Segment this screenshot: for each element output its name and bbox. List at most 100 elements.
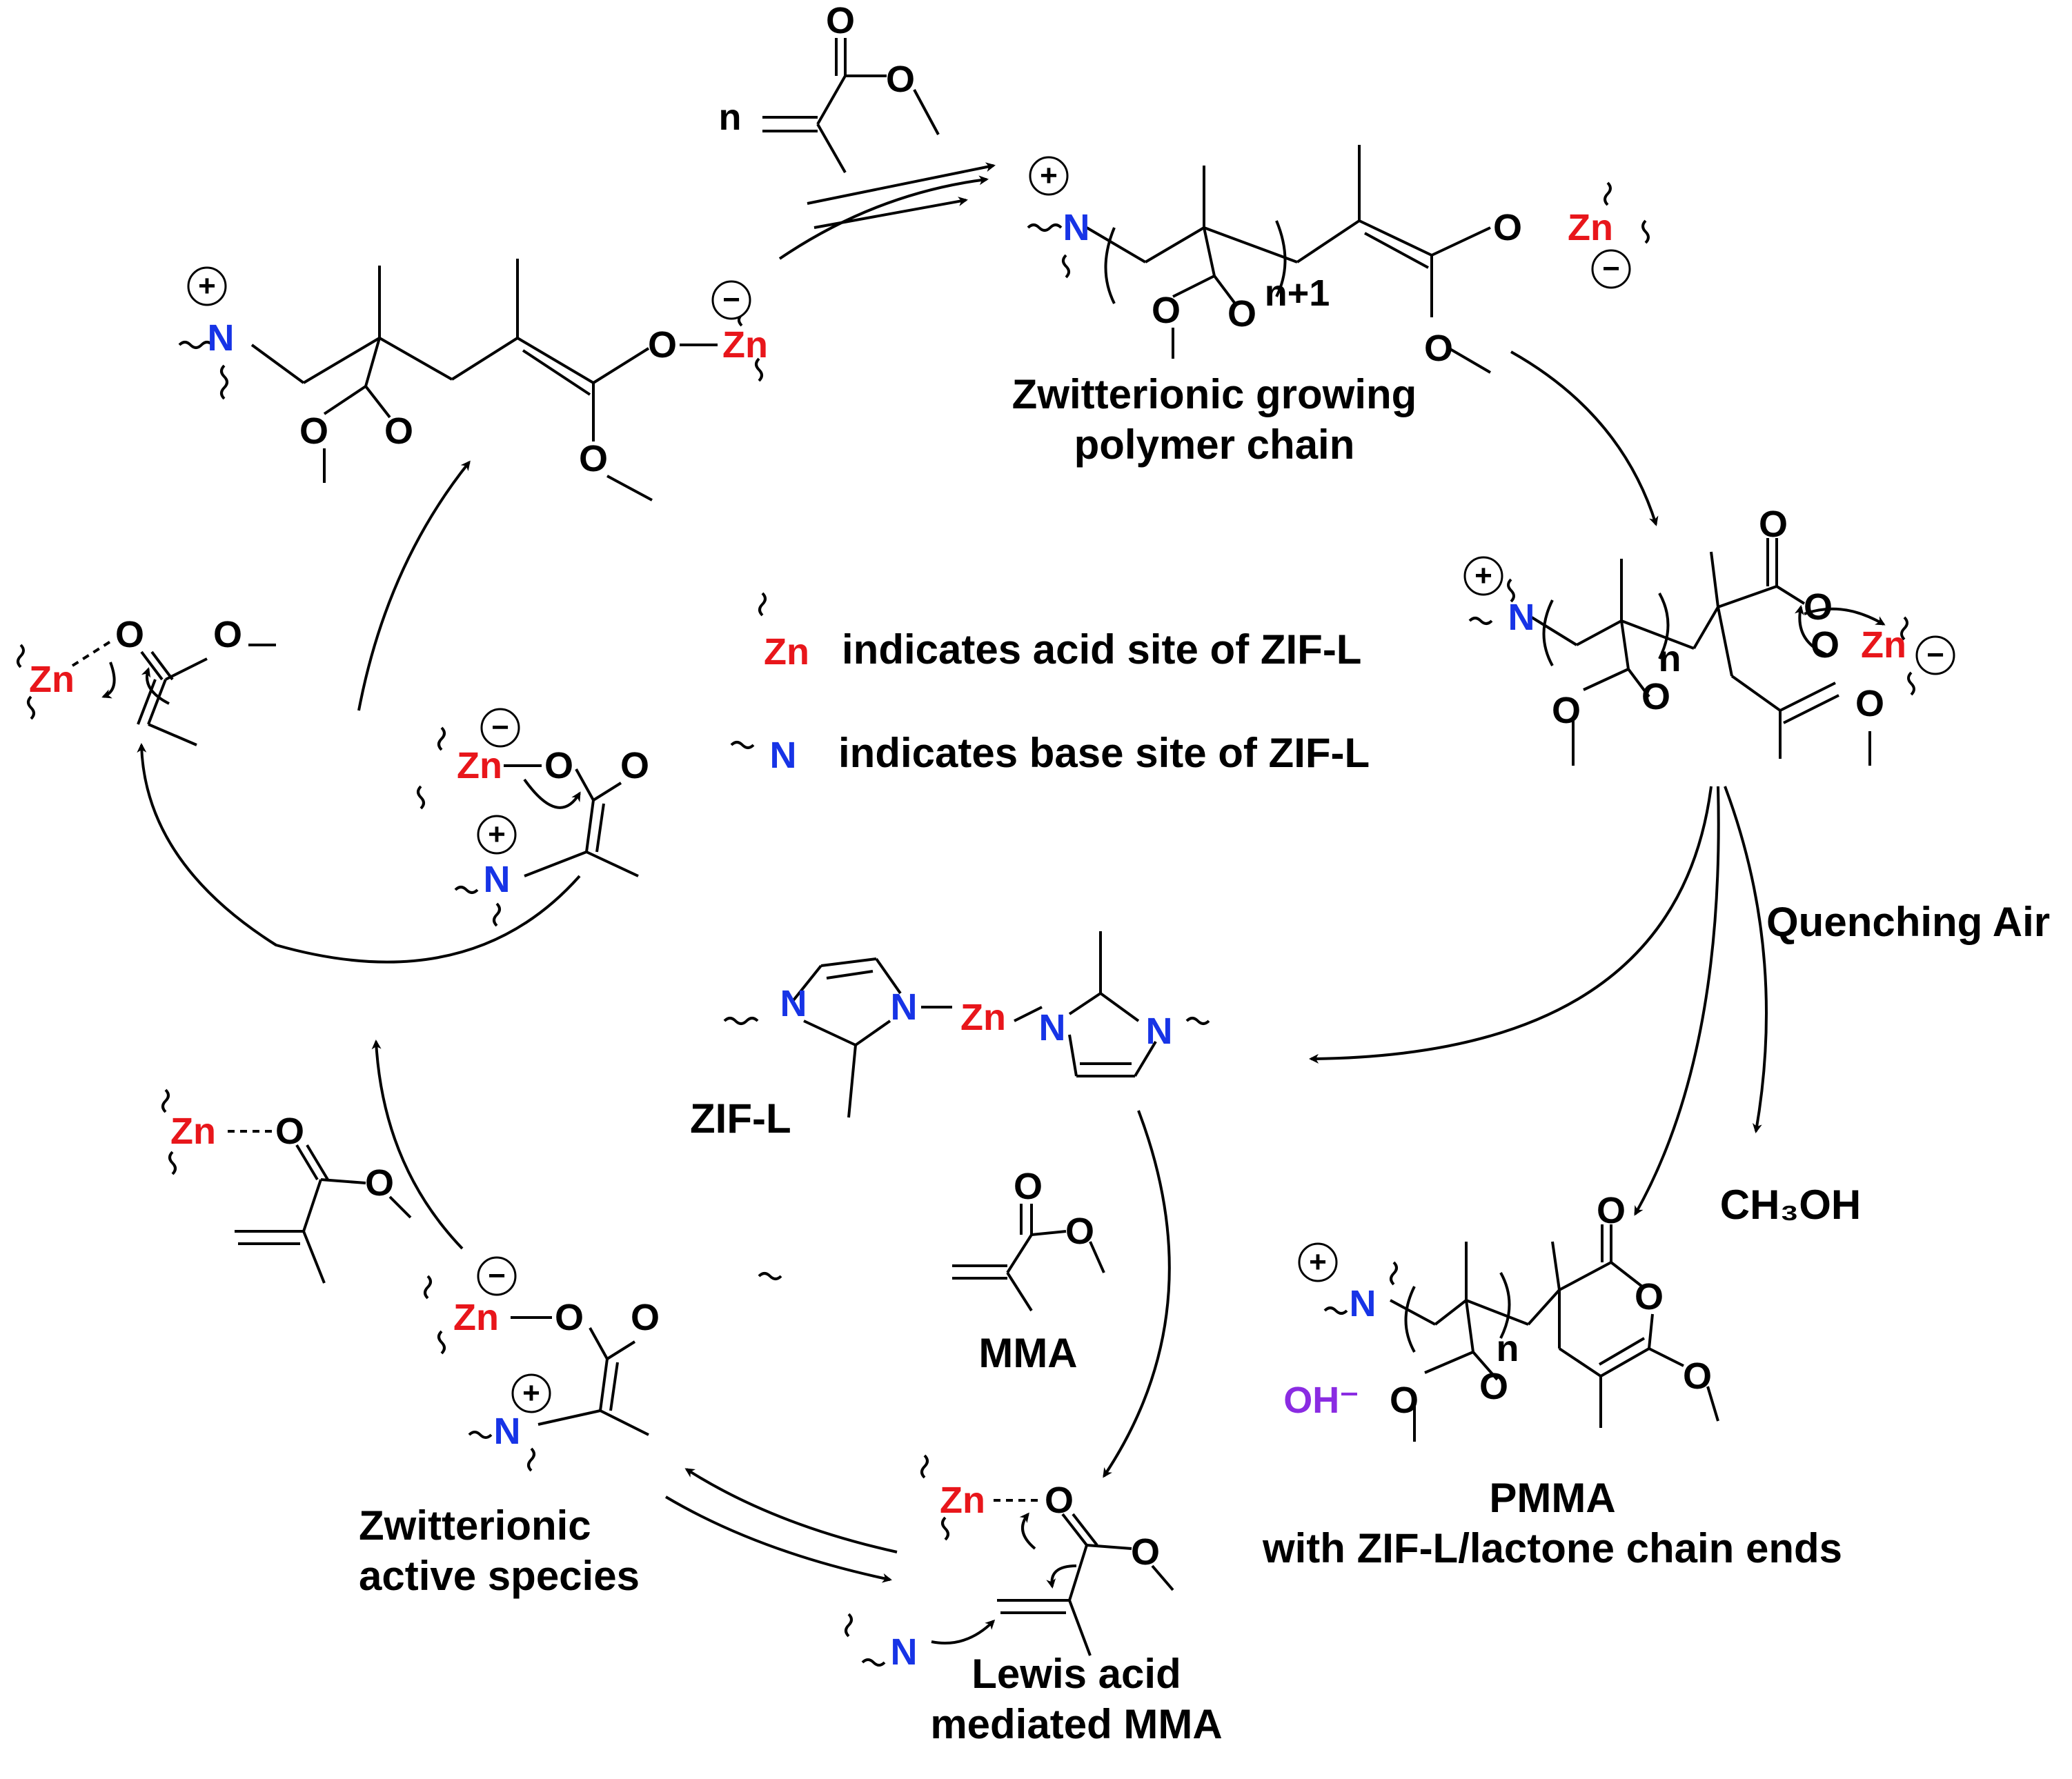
repeat-count: n xyxy=(1658,638,1681,679)
arrow-active-up xyxy=(371,1040,464,1250)
active-species-lower-bonds xyxy=(511,1316,649,1436)
zinc-atom: Zn xyxy=(722,324,768,366)
oxygen-atom: O xyxy=(1044,1480,1074,1521)
label-mma: MMA xyxy=(978,1330,1078,1376)
intermediate-top-left-bonds xyxy=(250,259,718,501)
oxygen-atom: O xyxy=(384,410,414,452)
oxygen-atom: O xyxy=(578,438,609,479)
label-lewis-acid-mma: Lewis acid mediated MMA xyxy=(930,1651,1223,1748)
oxygen-atom: O xyxy=(1634,1276,1664,1318)
nitrogen-atom: N xyxy=(493,1411,521,1452)
mma-center-bonds xyxy=(952,1204,1105,1312)
oxygen-atom: O xyxy=(1855,683,1885,724)
zinc-atom: Zn xyxy=(457,745,502,786)
nitrogen-atom: N xyxy=(483,859,511,900)
oxygen-atom: O xyxy=(544,745,574,786)
oxygen-atom: O xyxy=(1479,1366,1509,1407)
hydroxide-ion: OH⁻ xyxy=(1283,1380,1359,1421)
arrow-terminal-to-zif xyxy=(1309,786,1713,1064)
label-zif-l: ZIF-L xyxy=(690,1095,791,1142)
oxygen-atom: O xyxy=(1551,690,1581,731)
arrow-mma-add-1 xyxy=(807,162,996,205)
plus-charge: + xyxy=(522,1376,540,1410)
cycle-arrows xyxy=(137,162,1768,1583)
oxygen-atom: O xyxy=(1492,207,1523,248)
oxygen-atom: O xyxy=(115,614,145,655)
arrow-growing-to-terminal xyxy=(1510,350,1659,526)
active-species-upper-bonds xyxy=(504,764,639,877)
arrow-zif-to-lewis xyxy=(1103,1110,1171,1478)
oxygen-atom: O xyxy=(1803,586,1833,628)
mma-monomer-top xyxy=(762,38,940,173)
zinc-atom: Zn xyxy=(453,1297,499,1338)
legend-base-site: indicates base site of ZIF-L xyxy=(838,730,1370,776)
growing-chain-bonds xyxy=(1085,145,1492,374)
oxygen-atom: O xyxy=(1227,293,1257,335)
nitrogen-atom: N xyxy=(780,983,807,1024)
oxygen-atom: O xyxy=(1596,1190,1626,1231)
nitrogen-atom: N xyxy=(207,317,235,359)
oxygen-atom: O xyxy=(554,1297,584,1338)
label-quenching-air: Quenching Air xyxy=(1766,899,2051,945)
terminal-species-bonds xyxy=(1530,538,1886,766)
plus-charge: + xyxy=(1474,559,1492,593)
nitrogen-atom: N xyxy=(769,735,797,776)
arrow-quench-to-methanol xyxy=(1724,786,1768,1133)
zinc-atom: Zn xyxy=(940,1480,985,1521)
plus-charge: + xyxy=(1309,1245,1327,1279)
oxygen-atom: O xyxy=(1641,676,1671,717)
legend-acid-site: indicates acid site of ZIF-L xyxy=(842,626,1362,673)
oxygen-atom: O xyxy=(299,410,329,452)
oxygen-atom: O xyxy=(1389,1380,1419,1421)
oxygen-atom: O xyxy=(213,614,243,655)
charge-circles xyxy=(187,156,1955,1413)
plus-charge: + xyxy=(1040,159,1058,192)
nitrogen-atom: N xyxy=(1063,207,1090,248)
zinc-atom: Zn xyxy=(960,997,1006,1038)
oxygen-atom: O xyxy=(1130,1531,1161,1573)
minus-charge: − xyxy=(1926,638,1944,672)
nitrogen-atom: N xyxy=(1038,1007,1066,1048)
oxygen-atom: O xyxy=(1151,290,1181,331)
label-pmma: PMMA with ZIF-L/lactone chain ends xyxy=(1262,1475,1843,1572)
minus-charge: − xyxy=(488,1259,506,1293)
arrow-eq-forward xyxy=(664,1495,892,1583)
plus-charge: + xyxy=(488,817,506,851)
repeat-count: n xyxy=(718,97,742,138)
zinc-atom: Zn xyxy=(1568,207,1613,248)
zinc-atom: Zn xyxy=(170,1111,216,1152)
nitrogen-atom: N xyxy=(1349,1283,1377,1324)
arrow-large-curved xyxy=(137,743,581,964)
arrow-quench-to-pmma xyxy=(1634,786,1720,1216)
repeat-count: n xyxy=(1496,1328,1519,1369)
oxygen-atom: O xyxy=(885,59,916,100)
zinc-atom: Zn xyxy=(764,631,809,673)
oxygen-atom: O xyxy=(825,0,856,41)
pmma-product-bonds xyxy=(1390,1224,1719,1442)
oxygen-atom: O xyxy=(1682,1355,1713,1397)
oxygen-atom: O xyxy=(1758,504,1788,545)
oxygen-atom: O xyxy=(1065,1211,1095,1252)
zinc-atom: Zn xyxy=(29,659,75,700)
wavy-attachments xyxy=(17,181,1915,1667)
oxygen-atom: O xyxy=(647,324,678,366)
minus-charge: − xyxy=(491,710,509,744)
oxygen-atom: O xyxy=(1013,1166,1043,1207)
oxygen-atom: O xyxy=(620,745,650,786)
oxygen-atom: O xyxy=(275,1111,305,1152)
nitrogen-atom: N xyxy=(1508,597,1535,638)
label-methanol: CH₃OH xyxy=(1719,1182,1862,1228)
arrow-eq-back xyxy=(684,1468,898,1553)
zinc-atom: Zn xyxy=(1861,624,1906,666)
nitrogen-atom: N xyxy=(890,1631,918,1673)
arrow-intermediate-to-growing xyxy=(778,175,989,260)
minus-charge: − xyxy=(1602,252,1620,286)
oxygen-atom: O xyxy=(364,1162,395,1204)
lewis-acid-mma-bonds xyxy=(931,1499,1174,1656)
oxygen-atom: O xyxy=(630,1297,660,1338)
oxygen-atom: O xyxy=(1423,328,1454,369)
oxygen-atom: O xyxy=(1810,624,1840,666)
plus-charge: + xyxy=(198,269,216,303)
repeat-count: n+1 xyxy=(1264,272,1330,314)
nitrogen-atom: N xyxy=(1145,1011,1173,1052)
